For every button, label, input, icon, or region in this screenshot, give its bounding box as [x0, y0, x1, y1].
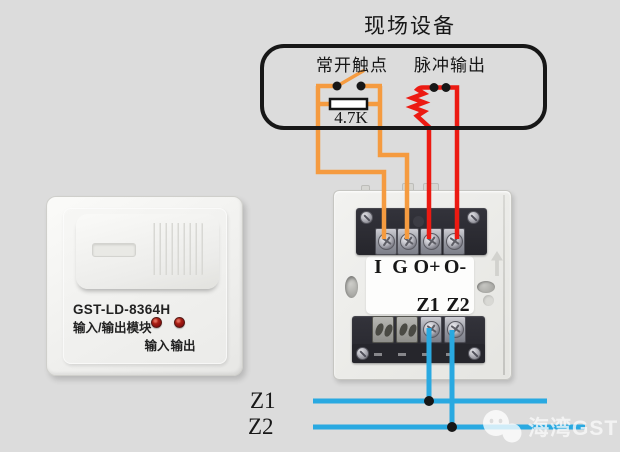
pulse-contact-dot: [441, 83, 451, 92]
bar-mark: [398, 353, 406, 356]
bar-mark: [446, 353, 454, 356]
strip-screw: [356, 347, 369, 360]
watermark-text: 海湾GST: [528, 417, 619, 440]
watermark: 海湾GST: [482, 406, 620, 448]
input-led-indicator: [151, 317, 162, 328]
terminal-label-g: G: [392, 256, 408, 278]
terminal-label-o-minus: O-: [443, 256, 467, 278]
switch-contact-dot: [332, 81, 342, 91]
output-led-label: 输出: [170, 339, 196, 353]
cover-vent-ridges: [149, 223, 205, 275]
mounting-hole-right-round: [483, 295, 494, 306]
terminal-screw: [422, 321, 440, 338]
bus-label-z2: Z2: [248, 414, 274, 439]
mounting-hole-left: [345, 276, 358, 298]
io-module-photo: GST-LD-8364H 输入/输出模块 输入 输出: [46, 196, 243, 376]
terminal-i: [375, 228, 397, 255]
strip-lower-bar: [352, 344, 485, 363]
terminal-screw: [377, 233, 395, 250]
terminal-z2: [444, 316, 466, 343]
terminal-strip-top: [356, 208, 487, 255]
strip-screw: [360, 211, 373, 224]
terminal-label-i: I: [374, 256, 382, 278]
terminal-label-z2: Z2: [446, 294, 470, 316]
pulse-contact-dot: [429, 83, 439, 92]
terminal-z1: [420, 316, 442, 343]
junction-dot-z1: [424, 396, 434, 406]
diagram-title: 现场设备: [364, 14, 456, 38]
normally-open-contact-label: 常开触点: [316, 56, 388, 75]
bus-label-z1: Z1: [250, 388, 276, 413]
strip-screw: [467, 211, 480, 224]
terminal-strip-bottom: [352, 316, 485, 363]
wechat-icon: [483, 410, 522, 443]
strip-center-boss: [413, 216, 424, 227]
mounting-hole-right: [477, 281, 495, 293]
bar-mark: [422, 353, 430, 356]
output-led-indicator: [174, 317, 185, 328]
terminal-label-sticker: [366, 256, 474, 314]
module-name-text: 输入/输出模块: [73, 321, 152, 335]
cover-emboss-plate: [92, 243, 136, 257]
terminal-label-o-plus: O+: [413, 256, 441, 278]
terminal-screw: [446, 321, 464, 338]
terminal-g: [397, 228, 419, 255]
terminal-screw: [422, 233, 440, 250]
strip-screw: [468, 347, 481, 360]
terminal-screw: [399, 233, 417, 250]
module-model-text: GST-LD-8364H: [73, 302, 171, 317]
pulse-output-label: 脉冲输出: [414, 56, 486, 75]
bar-mark: [374, 353, 382, 356]
terminal-o-minus: [443, 228, 465, 255]
switch-contact-dot: [356, 81, 366, 91]
input-led-label: 输入: [144, 339, 170, 353]
terminal-screw: [445, 233, 463, 250]
terminal-o-plus: [420, 228, 442, 255]
terminal-label-z1: Z1: [416, 294, 440, 316]
empty-clamp-terminal: [372, 316, 394, 343]
empty-clamp-terminal: [396, 316, 418, 343]
junction-dot-z2: [447, 422, 457, 432]
resistor-value-label: 4.7K: [334, 108, 368, 127]
